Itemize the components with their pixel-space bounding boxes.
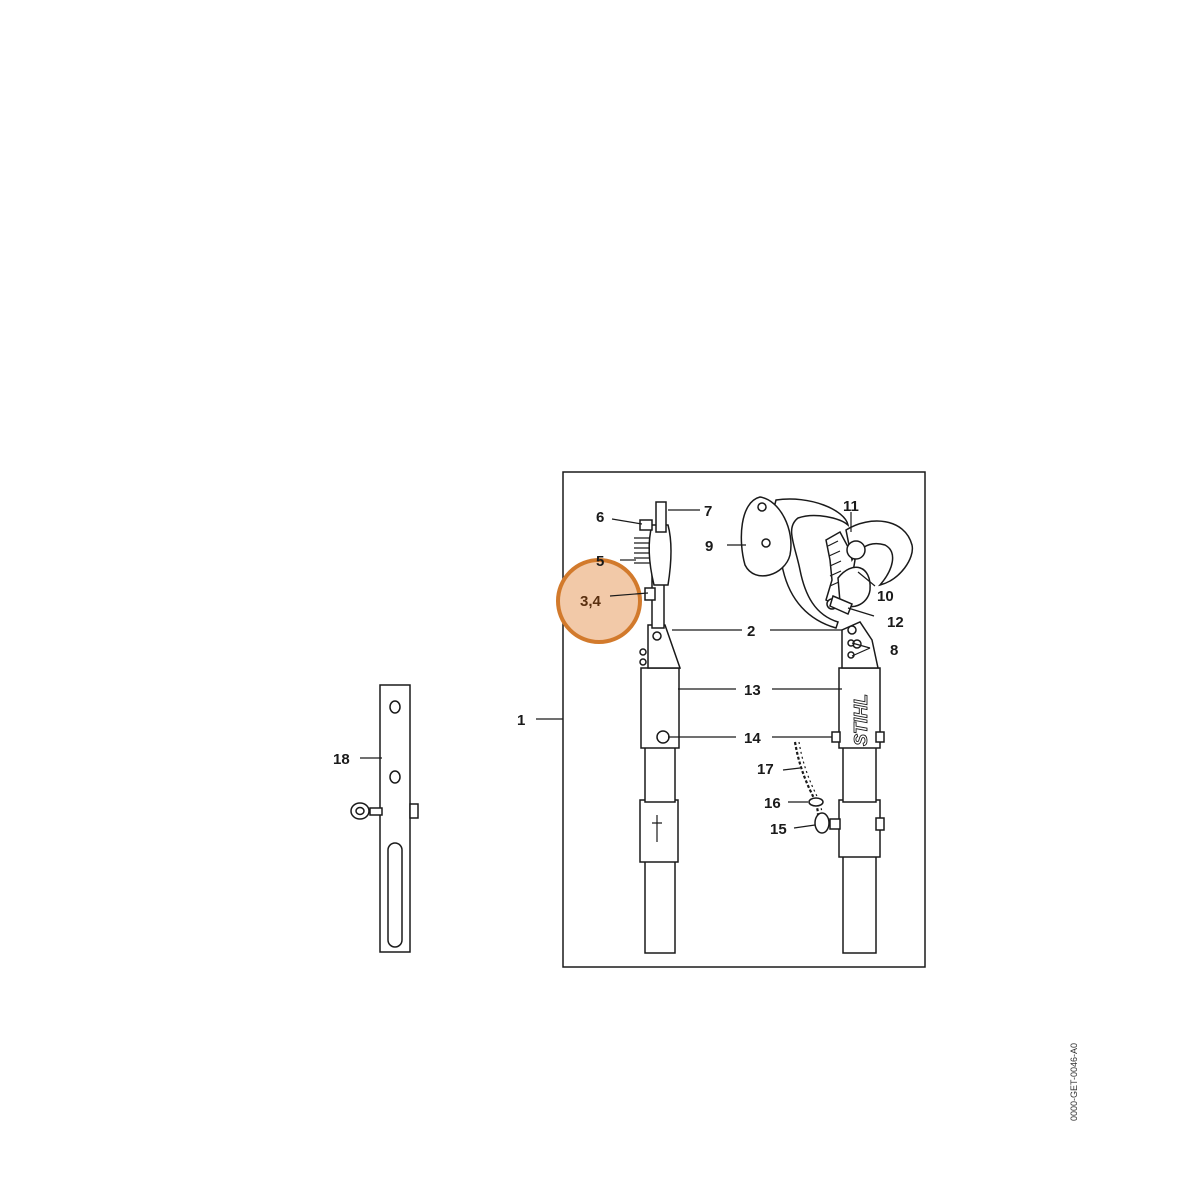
callout-3-4: 3,4: [580, 593, 602, 610]
highlight-marker: [556, 558, 642, 644]
extension-tube: [350, 684, 419, 953]
callout-14: 14: [744, 730, 761, 747]
pole-front-view: STIHL: [740, 496, 914, 954]
callout-10: 10: [877, 588, 894, 605]
callout-18: 18: [333, 751, 350, 768]
leader-lines: [360, 509, 876, 829]
callout-17: 17: [757, 761, 774, 778]
callout-5: 5: [596, 553, 604, 570]
callout-9: 9: [705, 538, 713, 555]
callout-7: 7: [704, 503, 712, 520]
callout-12: 12: [887, 614, 904, 631]
callout-13: 13: [744, 682, 761, 699]
callout-1: 1: [517, 712, 525, 729]
callout-15: 15: [770, 821, 787, 838]
callout-16: 16: [764, 795, 781, 812]
pole-side-view: [634, 501, 682, 954]
callout-2: 2: [747, 623, 755, 640]
document-id: 0000-GET-0046-A0: [1069, 1043, 1079, 1121]
callout-labels: 1 2 3,4 5 6 7 8 9 10 11 12 13 14 15 16 1…: [333, 498, 904, 838]
callout-6: 6: [596, 509, 604, 526]
callout-11: 11: [843, 498, 859, 515]
brand-logo: STIHL: [851, 694, 871, 746]
callout-8: 8: [890, 642, 898, 659]
